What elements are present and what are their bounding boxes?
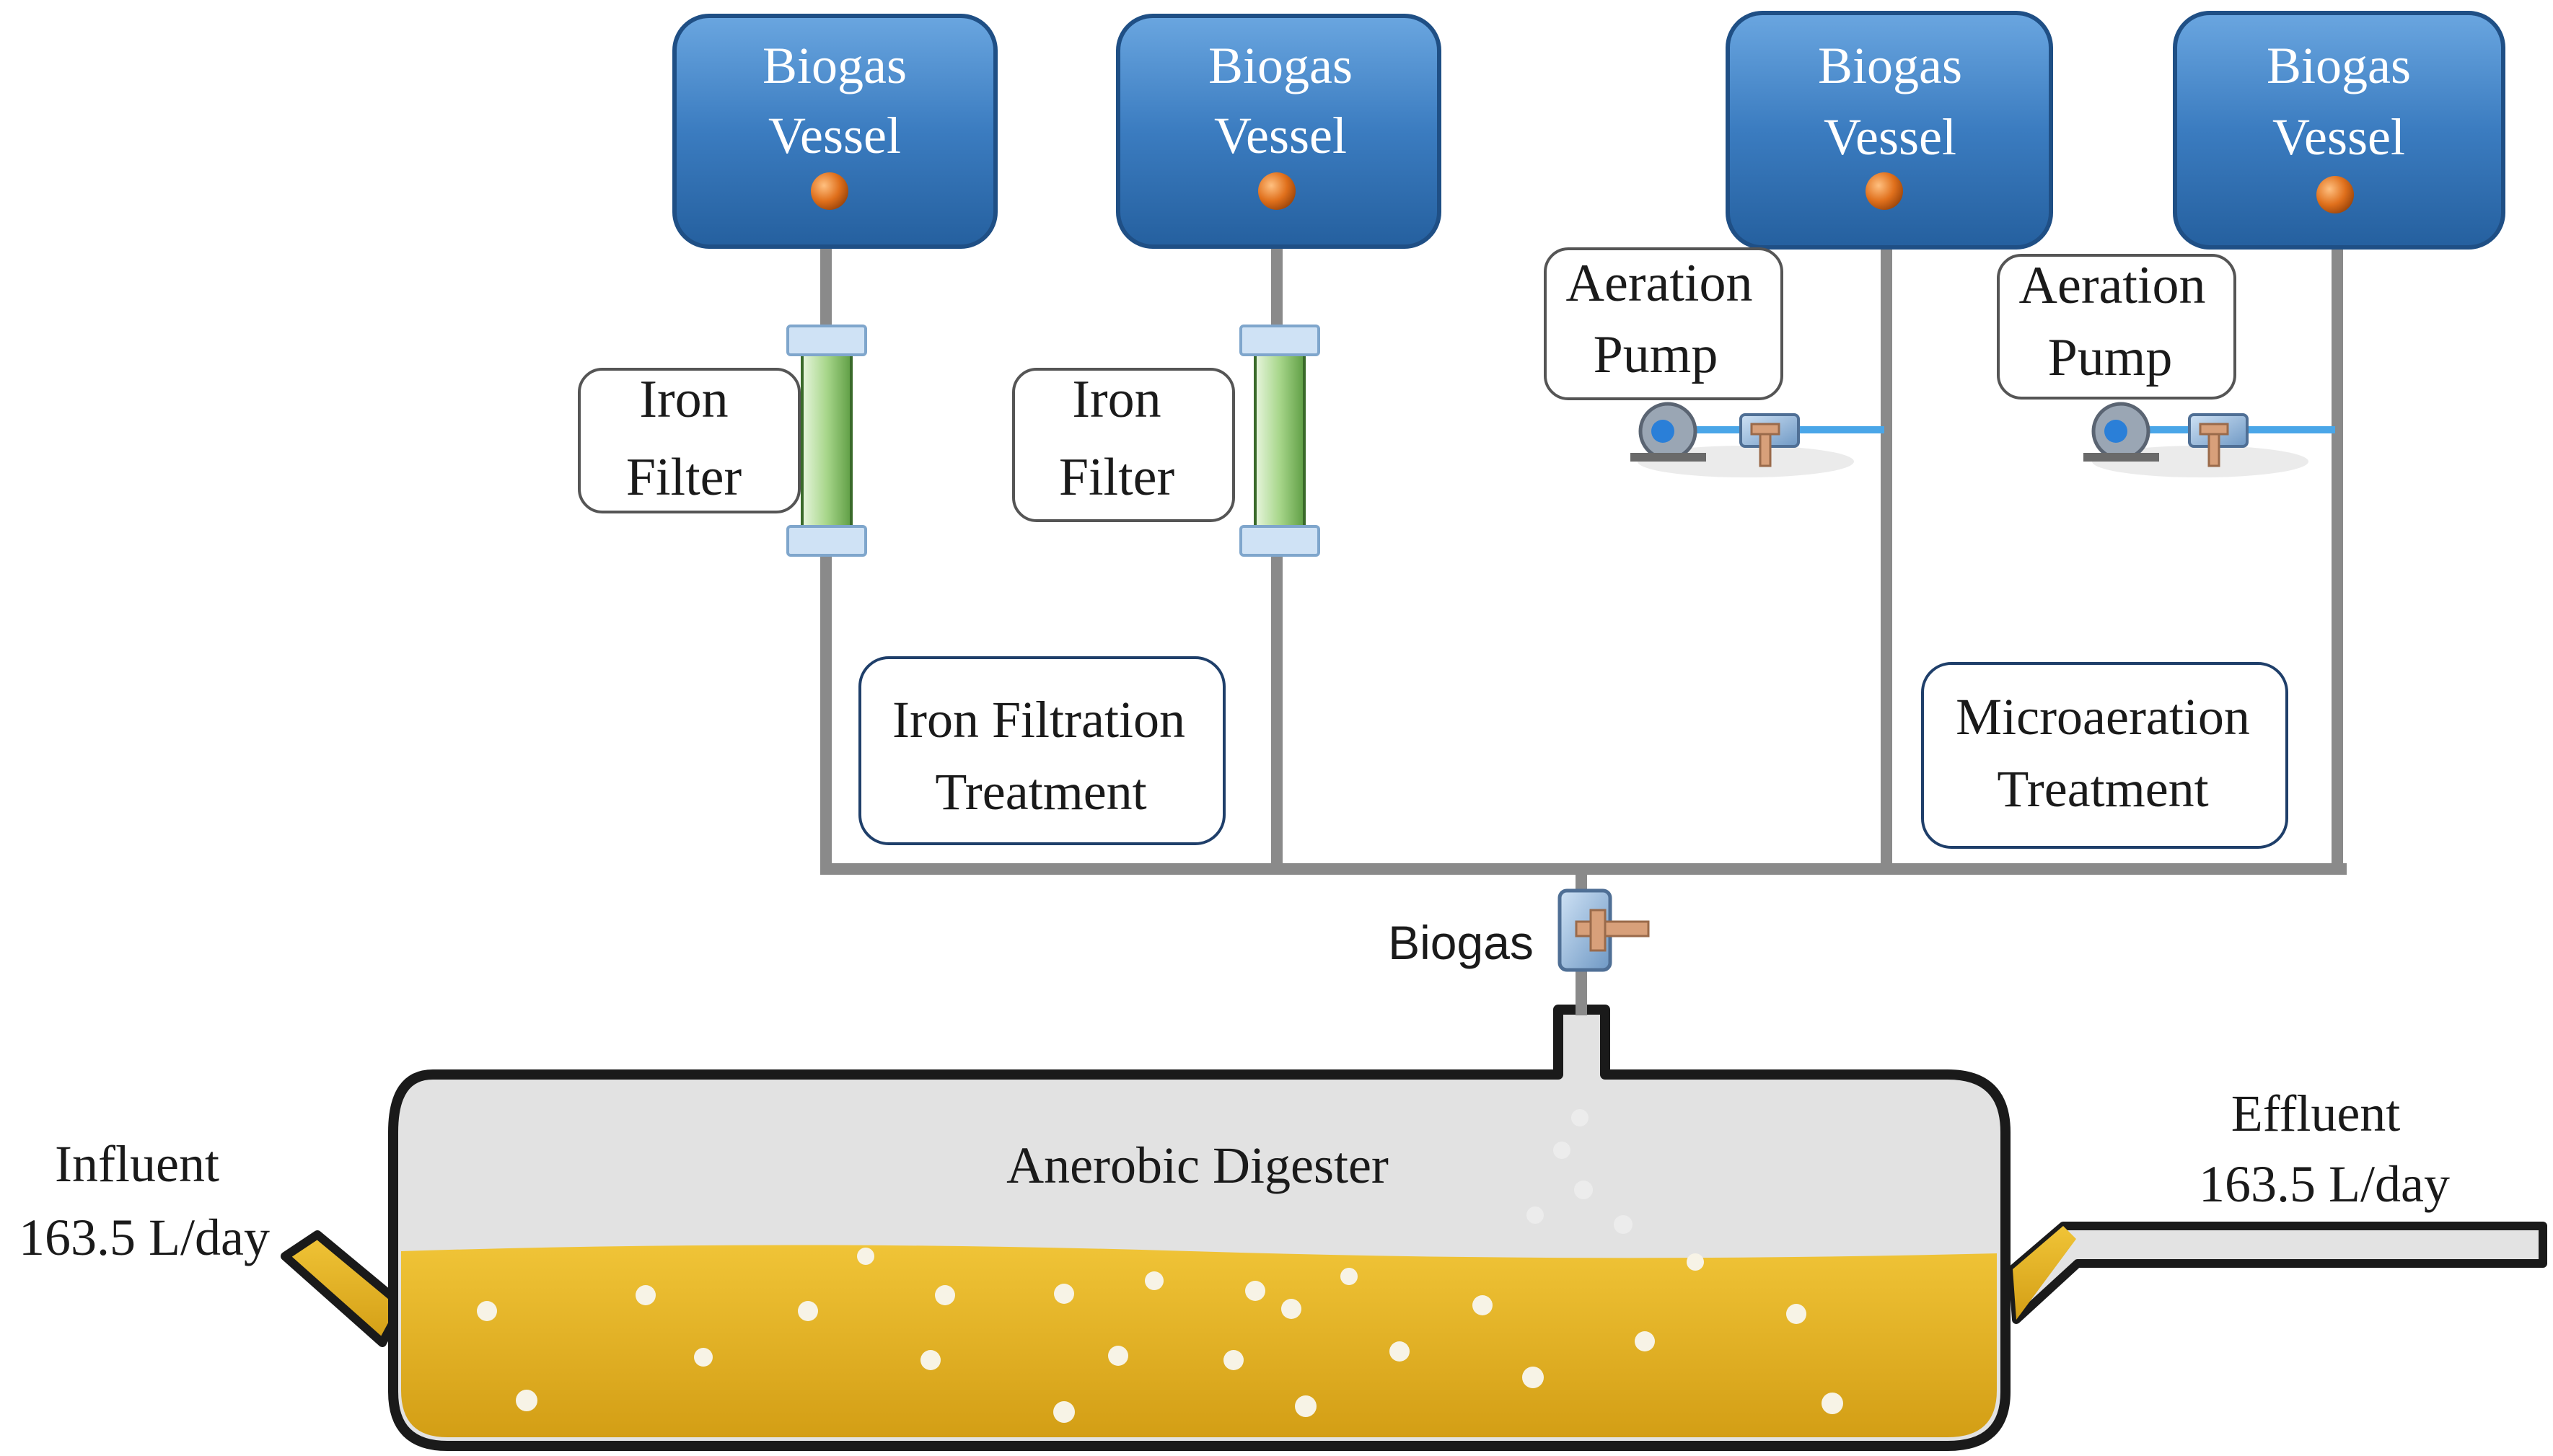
aeration-pump-2	[2083, 402, 2335, 477]
vessel-outlet-valve	[811, 172, 848, 210]
vessel-label-line2: Vessel	[768, 107, 901, 164]
treatment-label-line1: Microaeration	[1956, 688, 2250, 746]
iron-filter-label-line2: Filter	[626, 448, 742, 507]
iron-filter-label-line2: Filter	[1059, 448, 1174, 507]
influent-label-line1: Influent	[55, 1135, 219, 1193]
digester-liquid	[401, 1245, 1997, 1437]
treatment-label-line1: Iron Filtration	[892, 691, 1185, 749]
vessel-outlet-valve	[2316, 176, 2354, 213]
anaerobic-digester	[281, 1005, 2547, 1451]
biogas-valve-label: Biogas	[1388, 916, 1534, 969]
vessel-label-line2: Vessel	[1214, 107, 1347, 164]
iron-filter-2	[1239, 325, 1320, 557]
biogas-vessel-1: Biogas Vessel	[672, 14, 998, 249]
biogas-main-valve	[1557, 888, 1650, 972]
biogas-vessel-3: Biogas Vessel	[1726, 11, 2053, 250]
aeration-pump-label-line1: Aeration	[2019, 256, 2206, 315]
iron-filter-label-2: Iron Filter	[1012, 368, 1235, 522]
vessel-outlet-valve	[1258, 172, 1296, 210]
aeration-pump-1	[1630, 402, 1884, 477]
microaeration-treatment-label: Microaeration Treatment	[1921, 662, 2288, 849]
biogas-vessel-4: Biogas Vessel	[2173, 11, 2505, 250]
iron-filter-label-line1: Iron	[1072, 370, 1161, 429]
effluent-pipe	[2008, 1222, 2547, 1324]
biogas-vessel-2: Biogas Vessel	[1116, 14, 1441, 249]
influent-label-line2: 163.5 L/day	[19, 1209, 270, 1266]
vessel-label-line1: Biogas	[2267, 37, 2411, 94]
effluent-label: Effluent 163.5 L/day	[2199, 1085, 2450, 1213]
aeration-pump-label-line2: Pump	[2048, 328, 2173, 387]
effluent-label-line1: Effluent	[2231, 1085, 2401, 1142]
vessel-label-line2: Vessel	[2272, 108, 2405, 166]
iron-filter-label-1: Iron Filter	[578, 368, 801, 513]
vessel-label-line1: Biogas	[1208, 37, 1353, 94]
treatment-label-line2: Treatment	[935, 763, 1146, 821]
iron-filtration-treatment-label: Iron Filtration Treatment	[858, 656, 1226, 845]
influent-pipe	[281, 1230, 407, 1347]
vessel-label-line1: Biogas	[763, 37, 907, 94]
vessel-label-line1: Biogas	[1818, 37, 1962, 94]
vessel-label-line2: Vessel	[1824, 108, 1956, 166]
vessel-outlet-valve	[1866, 172, 1903, 210]
aeration-pump-label-1: Aeration Pump	[1544, 247, 1783, 400]
iron-filter-1	[786, 325, 867, 557]
aeration-pump-label-line1: Aeration	[1566, 254, 1753, 313]
effluent-label-line2: 163.5 L/day	[2199, 1155, 2450, 1213]
digester-label: Anerobic Digester	[1006, 1137, 1389, 1194]
treatment-label-line2: Treatment	[1997, 760, 2208, 818]
aeration-pump-label-2: Aeration Pump	[1997, 254, 2236, 400]
gas-bubbles	[477, 1109, 1843, 1423]
iron-filter-label-line1: Iron	[639, 370, 728, 429]
influent-label: Influent 163.5 L/day	[19, 1135, 270, 1266]
aeration-pump-label-line2: Pump	[1594, 325, 1718, 384]
